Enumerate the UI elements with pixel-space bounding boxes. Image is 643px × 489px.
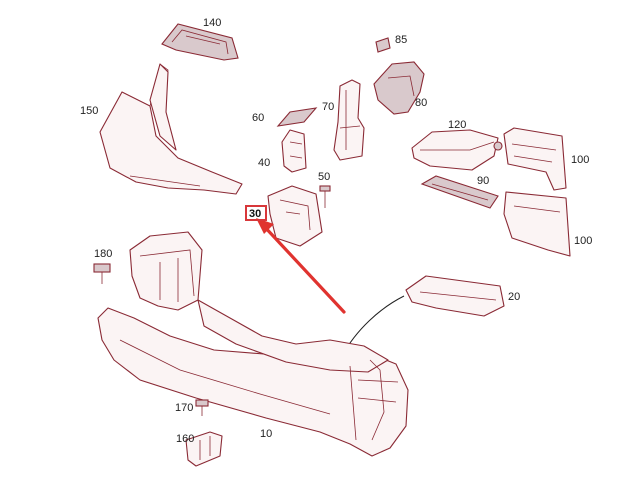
part-60-bracket [276, 107, 318, 127]
part-50-screw [319, 185, 331, 208]
label-30: 30 [249, 208, 261, 220]
part-85-clip [375, 37, 391, 53]
part-20-bottom-tray [405, 275, 505, 317]
part-100-side-panel-lower [503, 191, 571, 257]
part-80-lever-housing [373, 61, 425, 115]
label-180: 180 [94, 248, 112, 260]
label-90: 90 [477, 175, 489, 187]
label-70: 70 [322, 101, 334, 113]
part-170-screw [195, 399, 209, 416]
label-80: 80 [415, 97, 427, 109]
label-85: 85 [395, 34, 407, 46]
part-140-trim-frame [161, 23, 239, 61]
label-140: 140 [203, 17, 221, 29]
label-50: 50 [318, 171, 330, 183]
part-90-tray [420, 175, 499, 209]
part-180-screw [93, 263, 111, 284]
part-30-cup-holder [267, 185, 323, 247]
highlight-box-30 [245, 205, 267, 221]
label-150: 150 [80, 105, 98, 117]
label-20: 20 [508, 291, 520, 303]
label-10: 10 [260, 428, 272, 440]
label-120: 120 [448, 119, 466, 131]
part-150-side-trim [99, 63, 243, 195]
part-160-bracket [185, 431, 223, 467]
highlight-arrow [256, 218, 346, 314]
part-120-armrest-lid [411, 129, 503, 171]
part-70-support [333, 79, 365, 161]
label-100-upper: 100 [571, 154, 589, 166]
label-40: 40 [258, 157, 270, 169]
part-100-side-cover-upper [503, 127, 567, 191]
label-170: 170 [175, 402, 193, 414]
label-160: 160 [176, 433, 194, 445]
part-40-insert [281, 129, 307, 173]
part-10-console-body [97, 231, 409, 457]
label-100-lower: 100 [574, 235, 592, 247]
label-60: 60 [252, 112, 264, 124]
